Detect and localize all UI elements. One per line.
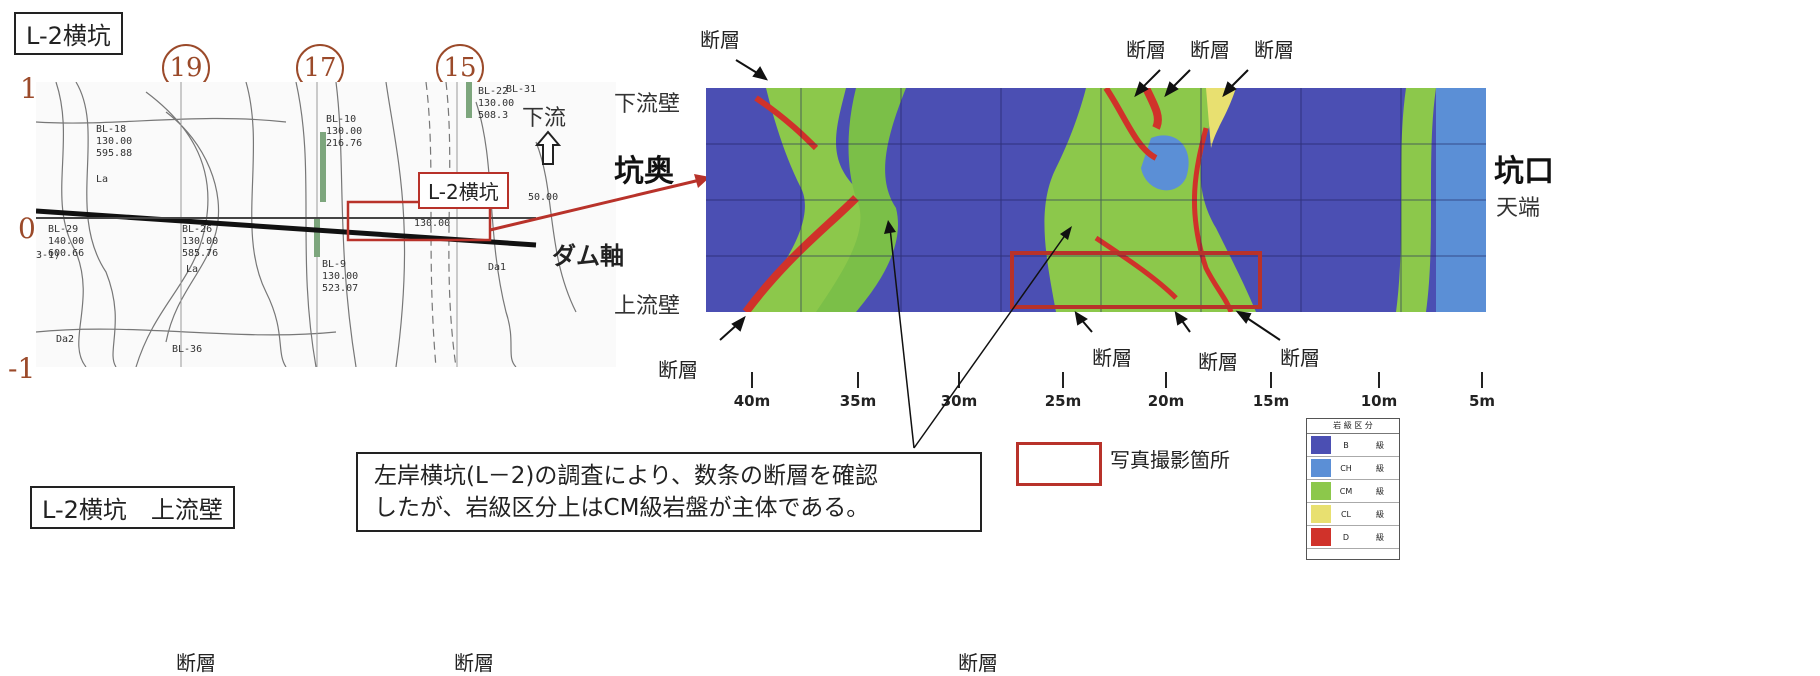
- plan-title: L-2横坑: [14, 12, 123, 55]
- svg-text:La: La: [186, 264, 198, 275]
- scale-tick: 20m: [1147, 392, 1185, 410]
- svg-text:BL-26: BL-26: [182, 224, 212, 235]
- crown-label: 天端: [1496, 196, 1541, 221]
- portal-label: 坑口: [1494, 154, 1554, 189]
- y-label-minus1: -1: [8, 352, 36, 385]
- scale-tick: 15m: [1252, 392, 1290, 410]
- geology-profile: [706, 88, 1486, 312]
- svg-text:140.00: 140.00: [48, 236, 84, 247]
- note-line-1: 左岸横坑(L－2)の調査により、数条の断層を確認: [374, 463, 879, 489]
- svg-text:BL-31: BL-31: [506, 84, 536, 95]
- svg-text:130.00: 130.00: [478, 98, 514, 109]
- connector-arrow: [489, 174, 710, 232]
- svg-text:130.00: 130.00: [322, 271, 358, 282]
- station-15: 15: [436, 44, 484, 92]
- svg-text:600.66: 600.66: [48, 248, 84, 259]
- fault-label-top-2: 断層: [1190, 38, 1230, 62]
- lower-fault-2: 断層: [454, 651, 494, 675]
- scale-tick: 40m: [733, 392, 771, 410]
- svg-text:130.00: 130.00: [326, 126, 362, 137]
- svg-text:130.00: 130.00: [96, 136, 132, 147]
- tunnel-label-box: L-2横坑: [418, 172, 509, 209]
- svg-text:Da1: Da1: [488, 262, 506, 273]
- scale-tick: 5m: [1468, 392, 1496, 410]
- scale-tick: 25m: [1044, 392, 1082, 410]
- svg-text:BL-9: BL-9: [322, 259, 346, 270]
- fault-label-top-3: 断層: [1254, 38, 1294, 62]
- tunnel-label: L-2横坑: [428, 180, 499, 204]
- note-line-2: したが、岩級区分上はCM級岩盤が主体である。: [374, 495, 870, 521]
- scale-tick: 35m: [839, 392, 877, 410]
- fault-label-bottom-left: 断層: [658, 358, 698, 382]
- note-pointer: [884, 220, 1072, 449]
- fault-label-top-1: 断層: [1126, 38, 1166, 62]
- svg-text:508.3: 508.3: [478, 110, 508, 121]
- svg-text:La: La: [96, 174, 108, 185]
- svg-text:585.76: 585.76: [182, 248, 218, 259]
- upstream-wall-label: 上流壁: [614, 294, 681, 319]
- inner-end-label: 坑奥: [614, 154, 674, 189]
- svg-text:130.00: 130.00: [182, 236, 218, 247]
- svg-text:523.07: 523.07: [322, 283, 358, 294]
- fault-label-bottom-2: 断層: [1198, 350, 1238, 374]
- svg-text:3-1): 3-1): [36, 250, 60, 261]
- y-label-0: 0: [18, 212, 36, 245]
- plan-map: BL-18 130.00 595.88 BL-10 130.00 216.76 …: [36, 82, 616, 367]
- fault-label-bottom-3: 断層: [1280, 346, 1320, 370]
- svg-text:BL-22: BL-22: [478, 86, 508, 97]
- svg-text:BL-36: BL-36: [172, 344, 202, 355]
- svg-text:BL-10: BL-10: [326, 114, 356, 125]
- svg-text:50.00: 50.00: [528, 192, 558, 203]
- fault-label-bottom-1: 断層: [1092, 346, 1132, 370]
- svg-text:130.00: 130.00: [414, 218, 450, 229]
- lower-fault-1: 断層: [176, 651, 216, 675]
- dam-axis-label: ダム軸: [552, 242, 624, 270]
- svg-text:595.88: 595.88: [96, 148, 132, 159]
- summary-note: 左岸横坑(L－2)の調査により、数条の断層を確認 したが、岩級区分上はCM級岩盤…: [356, 452, 982, 532]
- svg-text:BL-29: BL-29: [48, 224, 78, 235]
- photo-location-swatch: [1016, 442, 1102, 486]
- lower-title: L-2横坑 上流壁: [30, 486, 235, 529]
- scale-tick: 10m: [1360, 392, 1398, 410]
- photo-location-label: 写真撮影箇所: [1110, 448, 1230, 472]
- up-arrow-icon: [535, 130, 561, 165]
- svg-text:Da2: Da2: [56, 334, 74, 345]
- y-label-1: 1: [20, 72, 38, 105]
- svg-text:216.76: 216.76: [326, 138, 362, 149]
- lower-fault-3: 断層: [958, 651, 998, 675]
- legend-title: 岩 級 区 分: [1307, 419, 1399, 434]
- fault-arrows: [719, 59, 1281, 341]
- fault-label-top-left: 断層: [700, 28, 740, 52]
- downstream-wall-label: 下流壁: [614, 92, 681, 117]
- map-text: BL-18: [96, 124, 126, 135]
- downstream-label: 下流: [522, 106, 567, 131]
